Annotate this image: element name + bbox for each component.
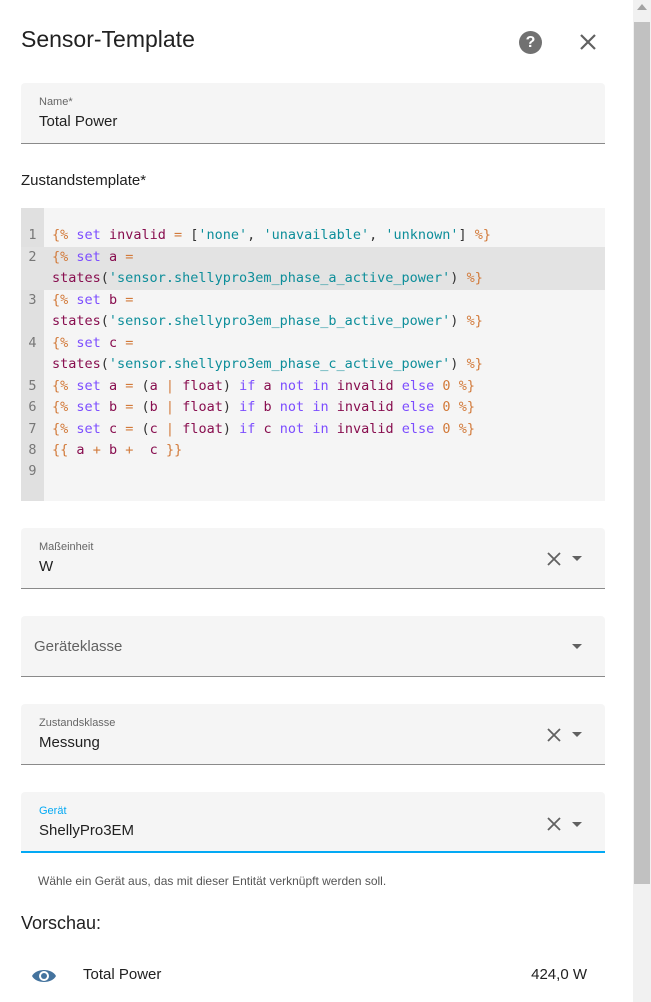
line-number: 6 <box>28 399 37 415</box>
clear-icon[interactable] <box>546 727 562 743</box>
device-field-label: Gerät <box>39 805 67 817</box>
dropdown-arrow-icon[interactable] <box>572 644 582 649</box>
device-class-placeholder: Geräteklasse <box>34 638 123 655</box>
help-icon[interactable]: ? <box>519 31 542 54</box>
unit-field-label: Maßeinheit <box>39 541 94 553</box>
code-line-text: states('sensor.shellypro3em_phase_b_acti… <box>52 313 483 329</box>
close-icon[interactable] <box>577 31 599 53</box>
line-number: 4 <box>28 335 37 351</box>
dialog-title: Sensor-Template <box>21 26 195 52</box>
template-label: Zustandstemplate* <box>21 172 147 189</box>
preview-entity-name[interactable]: Total Power <box>83 966 162 983</box>
code-line-text: {{ a + b + c }} <box>52 442 183 458</box>
unit-field[interactable]: Maßeinheit W <box>21 528 605 589</box>
code-line[interactable]: 1 {% set invalid = ['none', 'unavailable… <box>21 225 605 246</box>
scroll-thumb[interactable] <box>634 22 650 884</box>
code-line-text: states('sensor.shellypro3em_phase_a_acti… <box>52 270 483 286</box>
code-line-text: {% set b = (b | float) if b not in inval… <box>52 399 475 415</box>
preview-title: Vorschau: <box>21 913 102 933</box>
code-line[interactable]: 8 {{ a + b + c }} <box>21 440 605 461</box>
name-field-label: Name* <box>39 96 73 108</box>
line-number: 9 <box>28 463 37 479</box>
name-field[interactable]: Name* Total Power <box>21 83 605 144</box>
line-number: 5 <box>28 378 37 394</box>
code-line-text: {% set a = <box>52 249 134 265</box>
dropdown-arrow-icon[interactable] <box>572 556 582 561</box>
preview-entity-state: 424,0 W <box>531 966 587 983</box>
code-line[interactable]: 6 {% set b = (b | float) if b not in inv… <box>21 397 605 418</box>
line-number: 3 <box>28 292 37 308</box>
unit-field-value[interactable]: W <box>39 558 54 575</box>
device-field[interactable]: Gerät ShellyPro3EM <box>21 792 605 853</box>
line-number: 8 <box>28 442 37 458</box>
code-line[interactable]: 5 {% set a = (a | float) if a not in inv… <box>21 376 605 397</box>
code-line-text: states('sensor.shellypro3em_phase_c_acti… <box>52 356 483 372</box>
code-line[interactable]: 4 {% set c = states('sensor.shellypro3em… <box>21 333 605 376</box>
code-line-text: {% set b = <box>52 292 134 308</box>
code-line-text: {% set c = <box>52 335 134 351</box>
code-line[interactable]: 3 {% set b = states('sensor.shellypro3em… <box>21 290 605 333</box>
clear-icon[interactable] <box>546 816 562 832</box>
template-code-editor[interactable]: 1 {% set invalid = ['none', 'unavailable… <box>21 208 605 501</box>
scroll-up-arrow-icon[interactable] <box>637 4 647 10</box>
code-line[interactable]: 9 <box>21 461 605 482</box>
state-class-label: Zustandsklasse <box>39 717 116 729</box>
code-line-text: {% set a = (a | float) if a not in inval… <box>52 378 475 394</box>
device-class-field[interactable]: Geräteklasse <box>21 616 605 677</box>
device-helper-text: Wähle ein Gerät aus, das mit dieser Enti… <box>38 874 387 888</box>
line-number: 2 <box>28 249 37 265</box>
line-number: 1 <box>28 227 37 243</box>
eye-icon <box>32 970 56 982</box>
state-class-value[interactable]: Messung <box>39 734 100 751</box>
dropdown-arrow-icon[interactable] <box>572 822 582 827</box>
dropdown-arrow-icon[interactable] <box>572 732 582 737</box>
line-number: 7 <box>28 421 37 437</box>
scrollbar[interactable] <box>633 0 651 1002</box>
device-field-value[interactable]: ShellyPro3EM <box>39 822 135 839</box>
clear-icon[interactable] <box>546 551 562 567</box>
code-line-active[interactable]: 2 {% set a = states('sensor.shellypro3em… <box>21 247 605 290</box>
code-line-text: {% set invalid = ['none', 'unavailable',… <box>52 227 492 243</box>
code-line[interactable]: 7 {% set c = (c | float) if c not in inv… <box>21 419 605 440</box>
state-class-field[interactable]: Zustandsklasse Messung <box>21 704 605 765</box>
sensor-template-dialog: Sensor-Template ? Name* Total Power Zust… <box>21 26 605 983</box>
name-field-value[interactable]: Total Power <box>39 113 118 130</box>
code-line-text: {% set c = (c | float) if c not in inval… <box>52 421 475 437</box>
